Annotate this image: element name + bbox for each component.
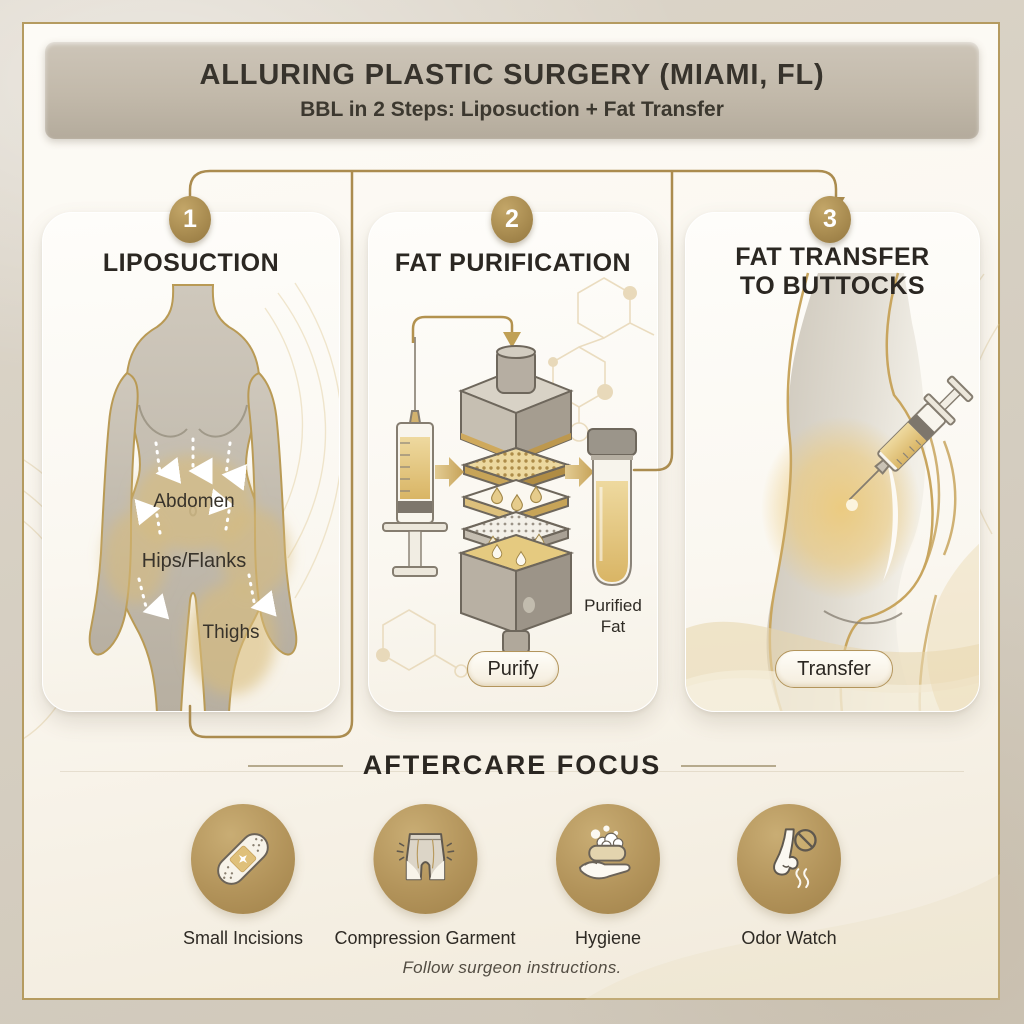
injection-syringe-icon xyxy=(848,375,974,501)
filter-stack-icon xyxy=(457,345,575,654)
step-card-fat-transfer: FAT TRANSFER TO BUTTOCKS Transfer xyxy=(685,212,980,712)
soap-hand-icon xyxy=(556,804,660,914)
aftercare-label-small-incisions: Small Incisions xyxy=(182,928,304,948)
step3-title: FAT TRANSFER TO BUTTOCKS xyxy=(735,243,930,300)
zone-label-thighs: Thighs xyxy=(202,622,260,643)
arrow-stack-tube xyxy=(565,457,594,487)
test-tube-icon xyxy=(587,428,637,587)
aftercare-item-odor-watch: Odor Watch xyxy=(737,804,841,949)
step1-title: LIPOSUCTION xyxy=(102,249,280,277)
purification-illustration xyxy=(376,277,655,678)
bandage-icon xyxy=(190,804,295,914)
buttock-crease xyxy=(823,610,903,625)
transfer-button[interactable]: Transfer xyxy=(775,650,893,688)
aftercare-title: AFTERCARE FOCUS xyxy=(362,750,662,780)
aftercare-section: AFTERCARE FOCUS Small Incisions xyxy=(0,750,1024,948)
header-banner: ALLURING PLASTIC SURGERY (MIAMI, FL) BBL… xyxy=(45,42,979,139)
step-card-liposuction: LIPOSUCTION Abdomen Hips/Flanks Thighs xyxy=(42,212,340,712)
step2-number-badge: 2 xyxy=(491,196,533,243)
step1-number-badge: 1 xyxy=(169,196,211,243)
aftercare-label-hygiene: Hygiene xyxy=(574,928,642,948)
zone-label-hips-flanks: Hips/Flanks xyxy=(141,550,247,572)
aftercare-item-compression-garment: Compression Garment xyxy=(334,804,516,949)
arrow-syringe-to-filter xyxy=(411,315,514,343)
clinic-title: ALLURING PLASTIC SURGERY (MIAMI, FL) xyxy=(199,59,825,91)
aftercare-title-row: AFTERCARE FOCUS xyxy=(0,750,1024,781)
aftercare-item-hygiene: Hygiene xyxy=(556,804,660,949)
syringe-icon xyxy=(382,337,448,577)
infographic-subtitle: BBL in 2 Steps: Liposuction + Fat Transf… xyxy=(300,98,724,121)
aftercare-label-odor-watch: Odor Watch xyxy=(741,928,837,948)
arrowhead-into-filter xyxy=(503,332,521,348)
aftercare-item-small-incisions: Small Incisions xyxy=(183,804,303,949)
arrow-syringe-stack xyxy=(435,457,464,487)
compression-garment-icon xyxy=(372,804,477,914)
molecule-decor-bottom xyxy=(376,609,468,678)
injection-point xyxy=(846,499,858,511)
liposuction-body-illustration xyxy=(88,282,339,711)
step-card-fat-purification: FAT PURIFICATION Purified Fat Purify xyxy=(368,212,658,712)
purify-button[interactable]: Purify xyxy=(467,651,559,687)
divider-line-right xyxy=(681,764,777,767)
step2-title: FAT PURIFICATION xyxy=(394,249,632,277)
step3-number-badge: 3 xyxy=(809,196,851,243)
buttock-highlight xyxy=(883,448,898,581)
aftercare-label-compression-garment: Compression Garment xyxy=(334,928,516,948)
motion-arcs xyxy=(922,418,957,569)
divider-line-left xyxy=(247,764,343,767)
purified-fat-label: Purified Fat xyxy=(584,596,642,637)
nose-no-odor-icon xyxy=(737,804,841,914)
footer-note: Follow surgeon instructions. xyxy=(402,958,622,977)
aftercare-faint-rule xyxy=(60,771,964,772)
zone-label-abdomen: Abdomen xyxy=(153,491,235,512)
